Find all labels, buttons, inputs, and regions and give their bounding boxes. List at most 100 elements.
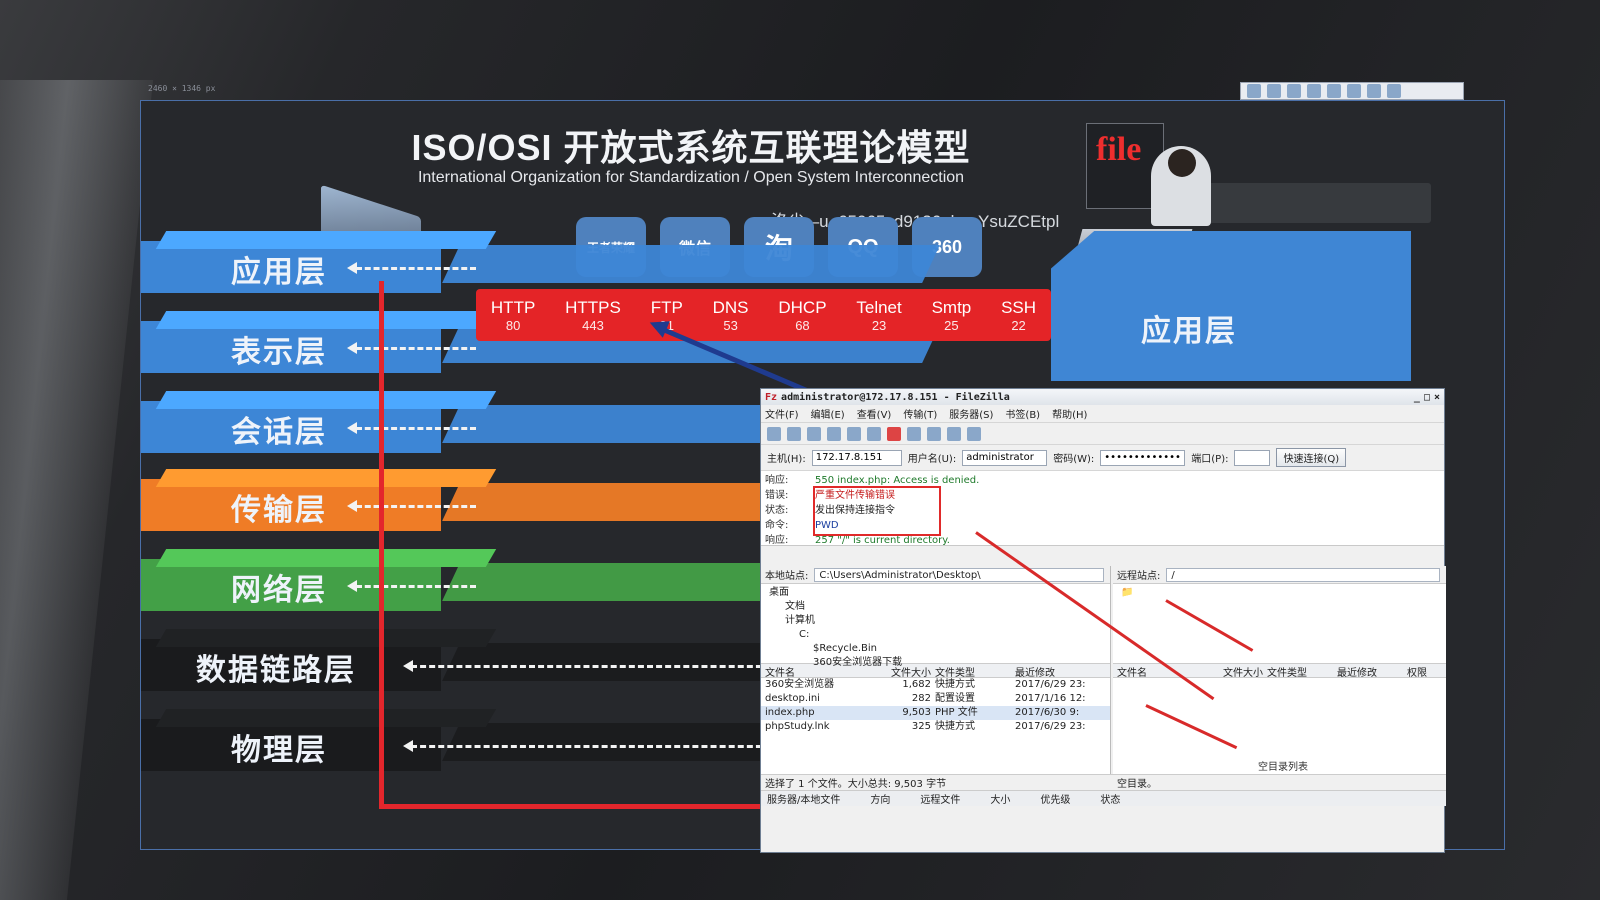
tree-node[interactable]: C:: [799, 629, 810, 640]
column-header[interactable]: 权限: [1407, 668, 1427, 677]
quickconnect-button[interactable]: 快速连接(Q): [1276, 448, 1347, 467]
queue-column-header[interactable]: 状态: [1100, 795, 1121, 806]
pane-status-line: 选择了 1 个文件。大小总共: 9,503 字节 空目录。: [761, 774, 1446, 790]
port-label: 端口(P):: [1191, 454, 1229, 465]
disconnect-icon[interactable]: [907, 426, 921, 441]
remote-tree[interactable]: 📁: [1113, 584, 1446, 664]
local-tree[interactable]: 桌面文档计算机 C:$Recycle.Bin 360安全浏览器下载: [761, 584, 1110, 668]
column-header[interactable]: 文件名: [765, 668, 795, 677]
remote-path-input[interactable]: /: [1166, 567, 1440, 582]
menu-item[interactable]: 文件(F): [765, 410, 799, 421]
tree-node[interactable]: 桌面: [769, 587, 789, 598]
message-log[interactable]: 响应:550 index.php: Access is denied.错误:严重…: [761, 471, 1444, 546]
filezilla-logo-icon: Fz: [765, 391, 778, 403]
osi-layer: 会话层: [141, 391, 940, 453]
annotation-toolbar[interactable]: [1240, 82, 1464, 100]
layer-block: [141, 639, 441, 691]
osi-layer: 网络层: [141, 549, 940, 611]
menu-item[interactable]: 传输(T): [903, 410, 938, 421]
minimize-icon[interactable]: _: [1413, 391, 1420, 403]
undo-icon[interactable]: [1327, 84, 1341, 98]
maximize-icon[interactable]: □: [1423, 391, 1430, 403]
protocol-port: 68: [795, 317, 810, 333]
log-row: 状态:发出保持连接指令: [765, 503, 1440, 518]
remote-file-list[interactable]: 空目录列表: [1113, 678, 1446, 773]
layer-dashed-arrow: [356, 505, 476, 508]
protocol-port: 25: [944, 317, 959, 333]
right-layer-label: 应用层: [1141, 315, 1237, 348]
menu-item[interactable]: 服务器(S): [949, 410, 994, 421]
column-header[interactable]: 文件大小: [1223, 668, 1263, 677]
queue-column-header[interactable]: 服务器/本地文件: [767, 795, 841, 806]
file-date: 2017/6/29 23:: [1015, 679, 1086, 690]
search-icon[interactable]: [967, 426, 981, 441]
column-header[interactable]: 文件大小: [891, 668, 931, 677]
filezilla-window[interactable]: Fz administrator@172.17.8.151 - FileZill…: [760, 388, 1446, 853]
tree-node[interactable]: $Recycle.Bin: [813, 643, 878, 654]
port-input[interactable]: [1234, 449, 1271, 466]
log-row: 命令:PWD: [765, 518, 1440, 533]
remote-root-folder-icon[interactable]: 📁: [1121, 587, 1134, 598]
host-label: 主机(H):: [767, 454, 806, 465]
menu-item[interactable]: 查看(V): [856, 410, 892, 421]
layer-label: 应用层: [231, 256, 327, 289]
file-size: 1,682: [902, 679, 931, 690]
user-label: 用户名(U):: [907, 454, 957, 465]
layer-dashed-arrow: [356, 585, 476, 588]
toggle-remote-tree-icon[interactable]: [827, 426, 841, 441]
toggle-tree-icon[interactable]: [807, 426, 821, 441]
pen-icon[interactable]: [1247, 84, 1261, 98]
text-icon[interactable]: [1307, 84, 1321, 98]
pin-icon[interactable]: [1367, 84, 1381, 98]
window-title: administrator@172.17.8.151 - FileZilla: [781, 391, 1010, 403]
tree-node[interactable]: 计算机: [785, 615, 815, 626]
local-path-input[interactable]: C:\Users\Administrator\Desktop\: [814, 567, 1104, 582]
password-input[interactable]: [1100, 449, 1186, 466]
save-icon[interactable]: [1387, 84, 1401, 98]
column-header[interactable]: 最近修改: [1337, 668, 1377, 677]
tree-node[interactable]: 360安全浏览器下载: [813, 657, 903, 668]
column-header[interactable]: 文件类型: [1267, 668, 1307, 677]
protocol-name: HTTPS: [565, 297, 621, 317]
osi-layer: 应用层: [141, 231, 940, 293]
menu-bar: 文件(F) 编辑(E) 查看(V) 传输(T) 服务器(S) 书签(B) 帮助(H): [761, 405, 1444, 423]
refresh-icon[interactable]: [847, 426, 861, 441]
menu-item[interactable]: 编辑(E): [810, 410, 845, 421]
layer-dashed-arrow: [411, 745, 771, 748]
layer-arrowhead: [347, 262, 357, 274]
queue-column-header[interactable]: 大小: [990, 795, 1011, 806]
queue-column-header[interactable]: 方向: [870, 795, 891, 806]
line-icon[interactable]: [1267, 84, 1281, 98]
column-header[interactable]: 文件名: [1117, 668, 1147, 677]
queue-column-header[interactable]: 优先级: [1040, 795, 1071, 806]
host-input[interactable]: [811, 449, 902, 466]
redo-icon[interactable]: [1347, 84, 1361, 98]
toggle-log-icon[interactable]: [787, 426, 801, 441]
menu-item[interactable]: 书签(B): [1005, 410, 1041, 421]
column-header[interactable]: 文件类型: [935, 668, 975, 677]
filter-icon[interactable]: [947, 426, 961, 441]
cancel-icon[interactable]: [887, 426, 901, 441]
layer-dashed-arrow: [411, 665, 771, 668]
protocol-name: DNS: [712, 297, 749, 317]
site-manager-icon[interactable]: [767, 426, 781, 441]
layer-dashed-arrow: [356, 347, 476, 350]
queue-column-header[interactable]: 远程文件: [920, 795, 961, 806]
shape-icon[interactable]: [1287, 84, 1301, 98]
reconnect-icon[interactable]: [927, 426, 941, 441]
file-date: 2017/1/16 12:: [1015, 693, 1086, 704]
column-header[interactable]: 最近修改: [1015, 668, 1055, 677]
tree-node[interactable]: 文档: [785, 601, 805, 612]
filezilla-titlebar[interactable]: Fz administrator@172.17.8.151 - FileZill…: [761, 389, 1444, 405]
close-icon[interactable]: ×: [1433, 391, 1440, 403]
process-queue-icon[interactable]: [867, 426, 881, 441]
user-input[interactable]: [962, 449, 1048, 466]
menu-item[interactable]: 帮助(H): [1052, 410, 1088, 421]
